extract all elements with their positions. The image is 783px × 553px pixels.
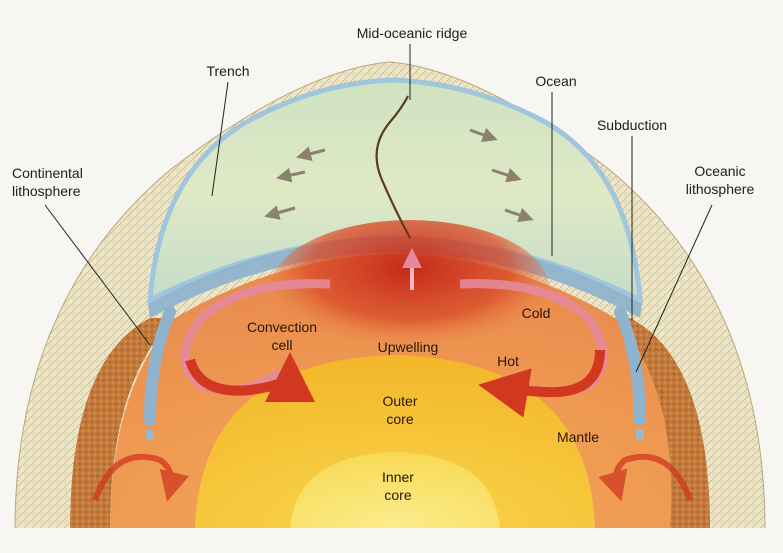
label-trench: Trench bbox=[206, 63, 249, 79]
label-inner-core-line1: Inner bbox=[382, 469, 414, 485]
right-slab-fragment bbox=[636, 430, 644, 440]
label-upwelling: Upwelling bbox=[378, 339, 439, 355]
label-subduction: Subduction bbox=[597, 117, 667, 133]
label-inner-core-line2: core bbox=[384, 487, 411, 503]
label-convection-cell-line2: cell bbox=[271, 337, 292, 353]
label-outer-core-line2: core bbox=[386, 411, 413, 427]
label-cold: Cold bbox=[522, 305, 551, 321]
bottom-margin bbox=[0, 528, 783, 553]
left-slab-fragment bbox=[146, 430, 154, 440]
label-hot: Hot bbox=[497, 353, 519, 369]
label-outer-core-line1: Outer bbox=[382, 393, 417, 409]
label-oceanic-lithosphere-line2: lithosphere bbox=[686, 181, 755, 197]
label-continental-lithosphere-line1: Continental bbox=[12, 165, 83, 181]
label-continental-lithosphere-line2: lithosphere bbox=[12, 183, 81, 199]
label-mantle: Mantle bbox=[557, 429, 599, 445]
label-oceanic-lithosphere-line1: Oceanic bbox=[694, 163, 745, 179]
label-ocean: Ocean bbox=[535, 73, 576, 89]
label-convection-cell-line1: Convection bbox=[247, 319, 317, 335]
label-mid-oceanic-ridge: Mid-oceanic ridge bbox=[357, 25, 468, 41]
